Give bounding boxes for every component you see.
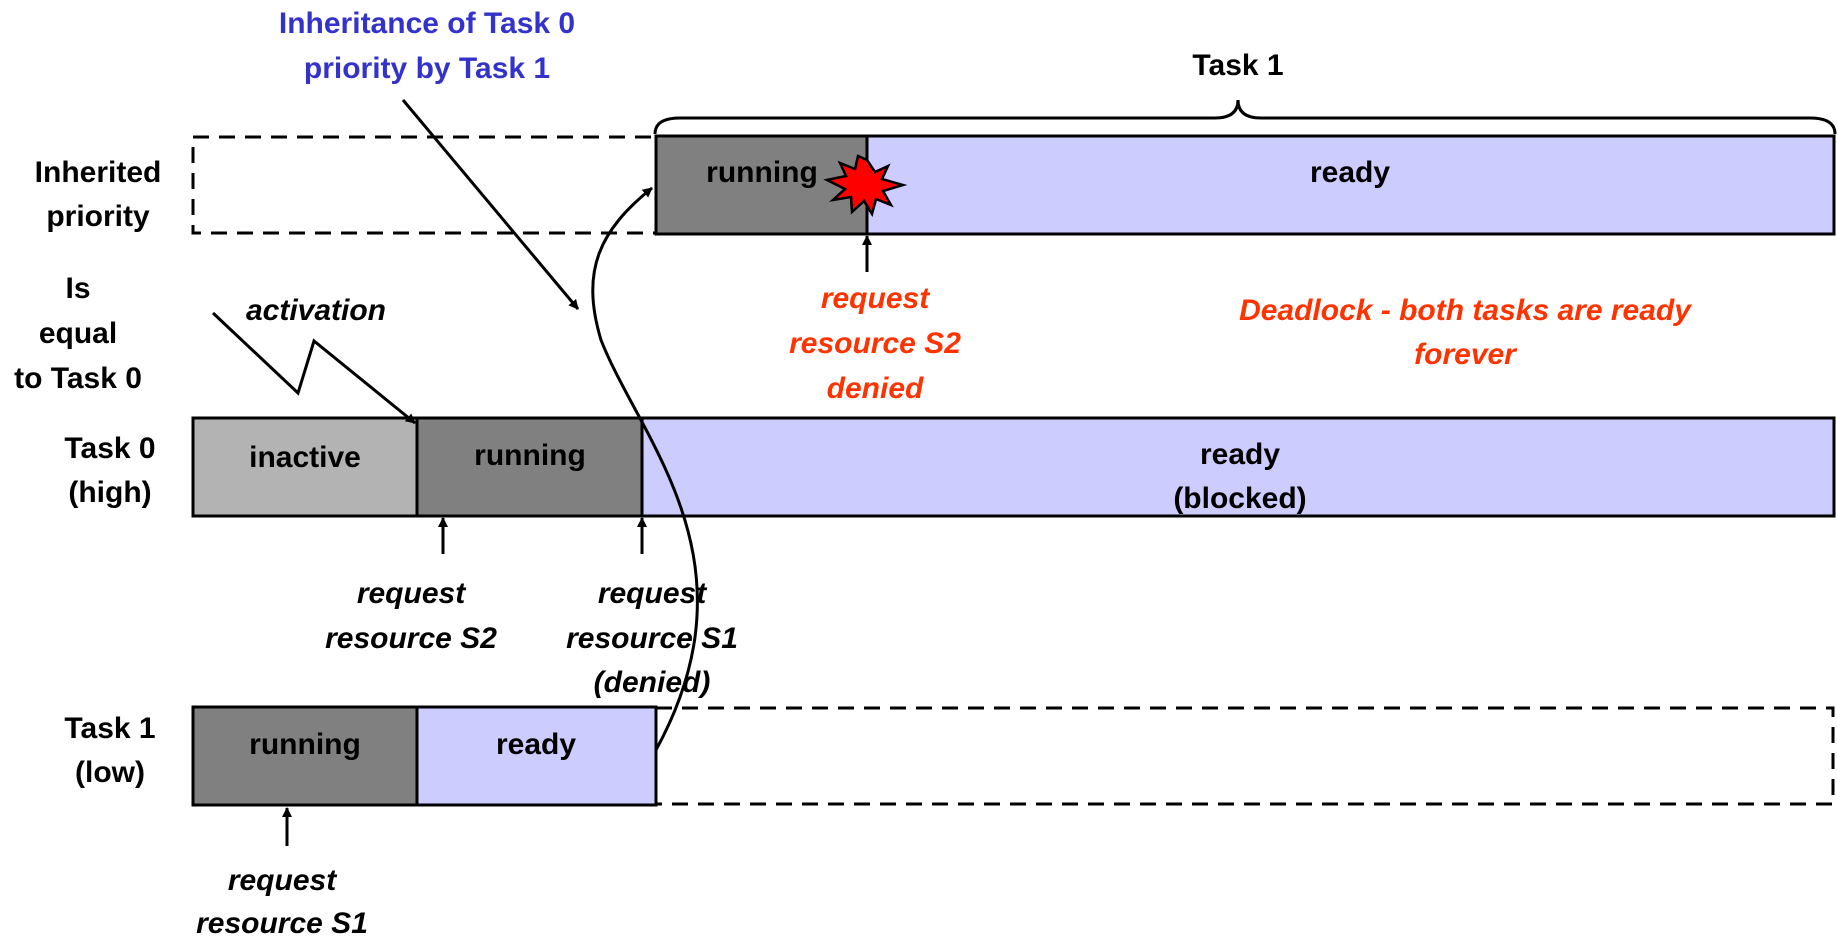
inheritance-annotation-line2: priority by Task 1: [304, 52, 550, 85]
row-label-task0-line2: (high): [68, 476, 151, 509]
row-label-inherited-line2: priority: [46, 200, 150, 233]
task0-inactive-box: [191, 416, 419, 518]
task0-ready-label-line1: ready: [1200, 438, 1280, 471]
task1-running-box: [191, 705, 419, 807]
task1-ready-label: ready: [496, 728, 576, 761]
inherited-placeholder-box: [191, 135, 658, 235]
req-s1-line2: resource S1: [196, 907, 368, 940]
row-label-task0-line1: Task 0: [64, 432, 155, 465]
req-s2-line2: resource S2: [325, 622, 497, 655]
row-label-inherited-line1: Inherited: [35, 156, 162, 189]
inherited-running-label: running: [706, 156, 818, 189]
inherited-ready-label: ready: [1310, 156, 1390, 189]
brace-label: Task 1: [1192, 49, 1283, 82]
row-label-isequal-line2: equal: [39, 317, 117, 350]
inherited-running-box: [654, 134, 869, 236]
row-label-isequal-line1: Is: [65, 272, 90, 305]
deadlock-line2: forever: [1414, 338, 1518, 371]
inheritance-annotation-line1: Inheritance of Task 0: [279, 7, 575, 40]
task0-running-box: [415, 416, 644, 518]
activation-arrow: [211, 311, 416, 425]
inheritance-pointer-arrow: [401, 99, 580, 310]
req-s1-denied-line3: (denied): [594, 666, 711, 699]
inheritance-curve-arrow: [591, 186, 699, 751]
task1-ready-box: [415, 705, 658, 807]
req-s2-line1: request: [357, 577, 467, 610]
req-s2-denied-line2: resource S2: [789, 327, 961, 360]
req-s2-denied-line1: request: [821, 282, 931, 315]
req-s1-denied-line1: request: [598, 577, 708, 610]
req-s1-denied-line2: resource S1: [566, 622, 738, 655]
task0-running-label: running: [474, 439, 586, 472]
req-s2-denied-line3: denied: [827, 372, 924, 405]
task0-ready-label-line2: (blocked): [1173, 482, 1306, 515]
row-label-task1-line1: Task 1: [64, 712, 155, 745]
req-s1-line1: request: [228, 864, 338, 897]
row-label-isequal-line3: to Task 0: [14, 362, 142, 395]
task1-brace: [653, 99, 1837, 135]
task0-inactive-label: inactive: [249, 441, 361, 474]
inherited-ready-box: [865, 134, 1836, 236]
deadlock-line1: Deadlock - both tasks are ready: [1239, 294, 1692, 327]
task1-placeholder-box: [654, 706, 1835, 806]
activation-label: activation: [246, 294, 386, 327]
row-label-task1-line2: (low): [75, 756, 145, 789]
task0-ready-box: [640, 416, 1836, 518]
explosion-icon: [823, 154, 908, 218]
task1-running-label: running: [249, 728, 361, 761]
